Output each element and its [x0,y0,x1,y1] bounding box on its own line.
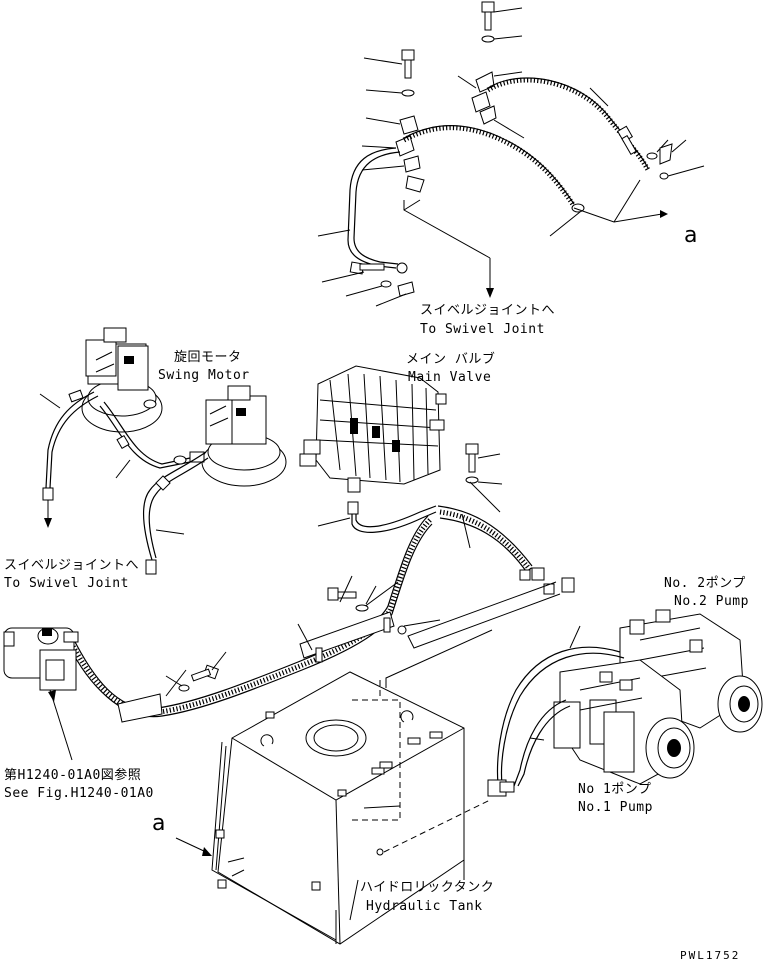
bolt-low [165,651,227,692]
washer-top [481,35,495,43]
see-fig-label-jp: 第H1240-01A0図参照 [4,768,142,783]
see-fig-label-en: See Fig.H1240-01A0 [4,786,154,801]
hydraulic-tank-label-en: Hydraulic Tank [366,899,483,914]
to-swivel-joint-top-en: To Swivel Joint [420,322,545,337]
main-hoses [67,481,575,723]
pump-hoses [487,625,625,797]
no1-pump-label-en: No.1 Pump [578,800,653,815]
swing-motor-hoses [39,389,209,575]
swing-motor-label-jp: 旋回モータ [174,350,242,365]
view-a-top-label: a [684,223,698,248]
top-hose-assembly [317,1,705,307]
hydraulic-tank [211,629,493,945]
washer-left [401,89,415,97]
bolt-right [616,125,637,155]
to-swivel-joint-left-jp: スイベルジョイントへ [4,558,140,573]
bolt-valve [465,443,503,485]
bolt-top [481,1,523,31]
no1-pump [553,659,695,785]
to-swivel-joint-top-jp: スイベルジョイントへ [420,303,556,318]
main-valve-label-en: Main Valve [408,370,492,385]
drawing-number: PWL1752 [680,949,741,962]
no1-pump-label-jp: No 1ポンプ [578,782,652,797]
main-valve-label-jp: メイン バルブ [406,352,496,367]
view-a-left-label: a [152,811,166,836]
no2-pump-label-jp: No. 2ポンプ [664,576,746,591]
swing-motor-right [201,385,287,487]
hydraulic-tank-label-jp: ハイドロリックタンク [360,880,495,895]
to-swivel-joint-left-en: To Swivel Joint [4,576,129,591]
bolt-mid [327,575,377,612]
bolt-left [363,49,415,79]
no2-pump-label-en: No.2 Pump [674,594,749,609]
left-component [3,627,79,761]
main-valve [299,365,447,493]
view-a-left-arrow [175,837,212,856]
swing-motor-label-en: Swing Motor [158,368,250,383]
swing-motor-left [81,327,163,433]
